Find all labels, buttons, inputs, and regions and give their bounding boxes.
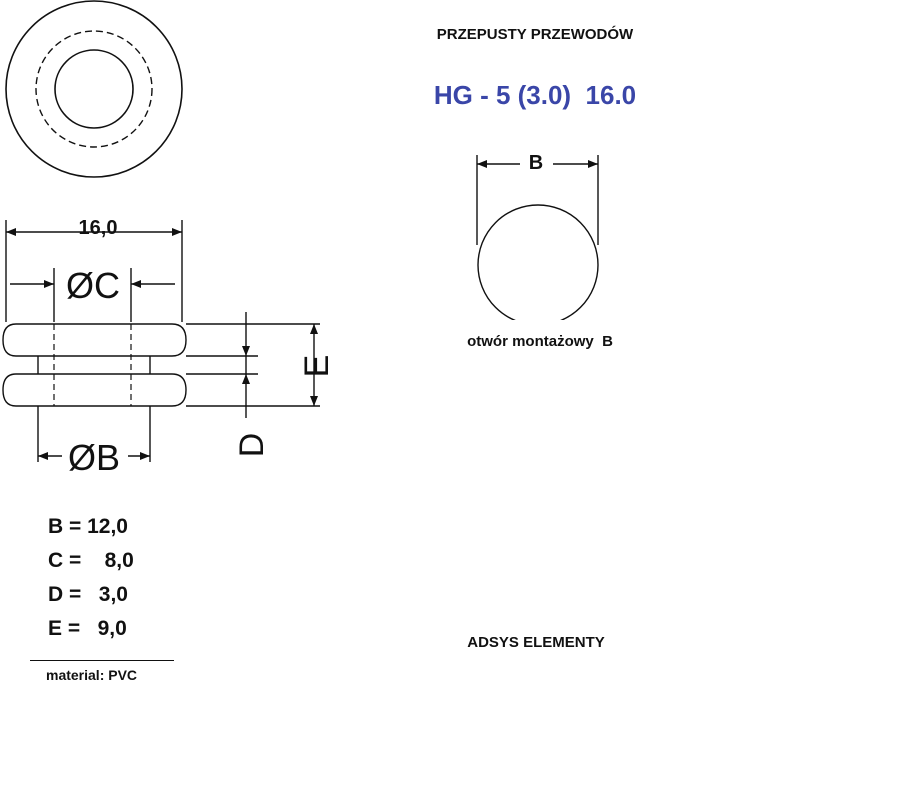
overall-diameter-label: 16,0 — [79, 217, 118, 239]
grommet-side-view: 16,0 ØC ØB D E — [2, 217, 336, 478]
d-label: D — [233, 433, 271, 458]
divider — [30, 660, 174, 661]
model-title: HG - 5 (3.0) 16.0 — [433, 80, 637, 110]
dimension-e: E = 9,0 — [48, 617, 127, 640]
mounting-hole-caption: otwór montażowy B — [467, 333, 613, 350]
inner-hole — [54, 49, 134, 129]
brand-label: ADSYS ELEMENTY — [467, 634, 605, 651]
dimension-b: B = 12,0 — [48, 515, 128, 538]
dimension-c: C = 8,0 — [48, 549, 134, 572]
b-diameter-label: ØB — [68, 437, 120, 478]
material-label: material: PVC — [46, 667, 138, 683]
hole-b-label: B — [529, 152, 543, 174]
c-diameter-label: ØC — [66, 265, 120, 306]
e-label: E — [298, 355, 336, 378]
grommet-top-view — [5, 0, 183, 178]
mounting-hole-circle — [477, 204, 599, 320]
dimension-d: D = 3,0 — [48, 583, 128, 606]
hidden-ring-dashed — [35, 30, 153, 148]
dimension-list: B = 12,0 C = 8,0 D = 3,0 E = 9,0 — [48, 510, 134, 646]
outer-ring — [5, 0, 183, 178]
mounting-hole-view: B — [476, 152, 599, 320]
page-title: PRZEPUSTY PRZEWODÓW — [436, 26, 634, 43]
